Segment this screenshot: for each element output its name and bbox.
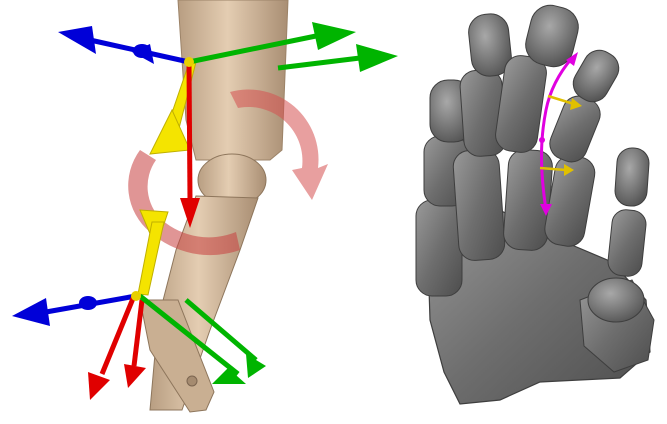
hand-finger-little bbox=[542, 44, 624, 248]
left-panel bbox=[12, 0, 398, 412]
upper-leg-segment bbox=[178, 0, 288, 160]
z-axis-arrow bbox=[58, 26, 96, 54]
x-axis-arrow bbox=[88, 372, 110, 400]
y-axis-arrow bbox=[212, 368, 246, 384]
right-panel bbox=[416, 1, 654, 404]
bottom-joint-frame bbox=[12, 291, 266, 400]
y-axis-arrow bbox=[312, 22, 356, 50]
foot-pin bbox=[187, 376, 197, 386]
z-axis-arrow bbox=[12, 298, 50, 326]
hand-finger-pinky bbox=[607, 147, 650, 278]
